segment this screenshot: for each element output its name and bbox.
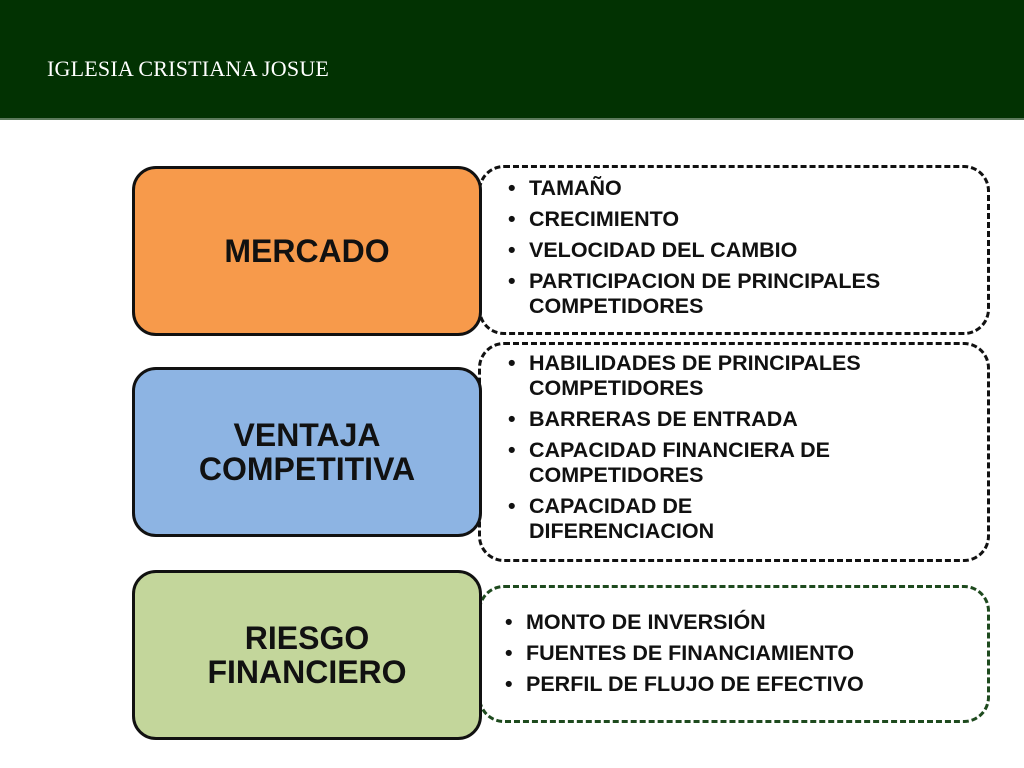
- riesgo-financiero-label: RIESGO FINANCIERO: [207, 620, 407, 690]
- list-item: PERFIL DE FLUJO DE EFECTIVO: [505, 672, 987, 697]
- riesgo-detail-list: MONTO DE INVERSIÓN FUENTES DE FINANCIAMI…: [505, 610, 987, 697]
- list-item: MONTO DE INVERSIÓN: [505, 610, 987, 635]
- slide-header: IGLESIA CRISTIANA JOSUE: [0, 0, 1024, 120]
- list-item: HABILIDADES DE PRINCIPALES COMPETIDORES: [508, 351, 987, 401]
- header-title: IGLESIA CRISTIANA JOSUE: [47, 56, 330, 81]
- mercado-label: MERCADO: [224, 233, 390, 269]
- ventaja-detail-list: HABILIDADES DE PRINCIPALES COMPETIDORES …: [508, 351, 987, 544]
- mercado-detail-list: TAMAÑO CRECIMIENTO VELOCIDAD DEL CAMBIO …: [508, 176, 987, 319]
- list-item: CAPACIDAD DE DIFERENCIACION: [508, 494, 987, 544]
- mercado-box: MERCADO: [132, 166, 482, 336]
- list-item: TAMAÑO: [508, 176, 987, 201]
- list-item: BARRERAS DE ENTRADA: [508, 407, 987, 432]
- list-item: CRECIMIENTO: [508, 207, 987, 232]
- ventaja-detail-panel: HABILIDADES DE PRINCIPALES COMPETIDORES …: [478, 342, 990, 562]
- list-item: VELOCIDAD DEL CAMBIO: [508, 238, 987, 263]
- list-item: PARTICIPACION DE PRINCIPALES COMPETIDORE…: [508, 269, 987, 319]
- ventaja-competitiva-box: VENTAJA COMPETITIVA: [132, 367, 482, 537]
- list-item: CAPACIDAD FINANCIERA DE COMPETIDORES: [508, 438, 987, 488]
- riesgo-financiero-box: RIESGO FINANCIERO: [132, 570, 482, 740]
- mercado-detail-panel: TAMAÑO CRECIMIENTO VELOCIDAD DEL CAMBIO …: [478, 165, 990, 335]
- list-item: FUENTES DE FINANCIAMIENTO: [505, 641, 987, 666]
- ventaja-competitiva-label: VENTAJA COMPETITIVA: [198, 417, 416, 487]
- riesgo-detail-panel: MONTO DE INVERSIÓN FUENTES DE FINANCIAMI…: [478, 585, 990, 723]
